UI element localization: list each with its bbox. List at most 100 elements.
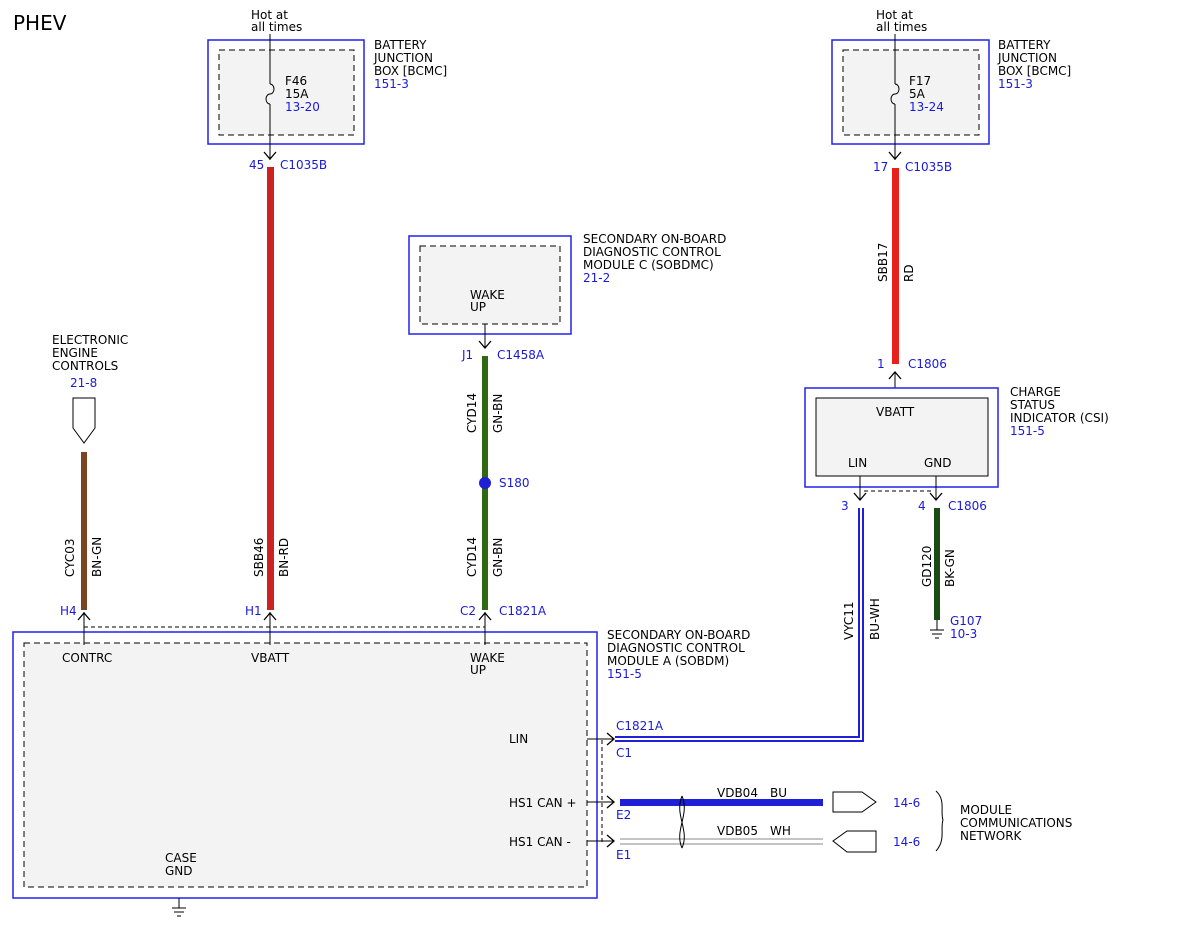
splice-s180: S180 [499,476,530,490]
hot-at-label-right-2: all times [876,20,927,34]
hot-at-label-left-1: Hot at [251,8,288,22]
connector-c1035b-right[interactable]: C1035B [905,160,952,174]
pin-3: 3 [841,499,849,513]
bcmc-right-ref[interactable]: 151-3 [998,77,1033,91]
pin-c1: C1 [616,746,632,760]
sobdm-pin-wake-1: WAKE [470,651,505,665]
bcmc-right-label-3: BOX [BCMC] [998,64,1071,78]
ground-g107: G107 [950,614,982,628]
wire-cyc03[interactable] [81,452,87,610]
bcmc-left-label-1: BATTERY [374,38,427,52]
network-label-2: COMMUNICATIONS [960,816,1072,830]
pin-h4: H4 [60,604,77,618]
vdb04-connector-icon [832,791,877,813]
csi-ref[interactable]: 151-5 [1010,424,1045,438]
csi-pin-vbatt: VBATT [876,405,915,419]
sobdm-label-3: MODULE A (SOBDM) [607,654,729,668]
connector-c1821a-right[interactable]: C1821A [616,719,664,733]
sobdmc-label-2: DIAGNOSTIC CONTROL [583,245,721,259]
csi-label-3: INDICATOR (CSI) [1010,411,1109,425]
bcmc-left-ref[interactable]: 151-3 [374,77,409,91]
sobdm-pin-contrc: CONTRC [62,651,112,665]
eec-connector-icon [72,397,96,444]
wire-sbb46-color: BN-RD [277,538,291,577]
wire-vdb05-color: WH [770,824,791,838]
fuse-f46-name: F46 [285,74,307,88]
wire-vdb05[interactable] [620,838,823,845]
wire-vdb05-ref[interactable]: 14-6 [893,835,920,849]
sobdm-pin-lin: LIN [509,732,528,746]
csi-module[interactable] [804,387,999,488]
pin-17: 17 [873,160,888,174]
sobdmc-pin-label-2: UP [470,300,486,314]
pin-45: 45 [249,158,264,172]
csi-pin-gnd: GND [924,456,952,470]
fuse-f17-rating: 5A [909,87,926,101]
fuse-f46-rating: 15A [285,87,309,101]
sobdm-pin-vbatt: VBATT [251,651,290,665]
wire-cyc03-circuit: CYC03 [63,539,77,578]
hot-at-label-right-1: Hot at [876,8,913,22]
sobdmc-module[interactable] [408,235,572,335]
sobdm-pin-hs1-can-minus: HS1 CAN - [509,835,571,849]
wire-sbb17[interactable] [892,168,899,364]
ground-g107-ref[interactable]: 10-3 [950,627,977,641]
bcmc-right-label-2: JUNCTION [997,51,1057,65]
wire-gd120[interactable] [934,508,940,620]
pin-c2: C2 [460,604,476,618]
case-gnd-label-2: GND [165,864,193,878]
eec-ref[interactable]: 21-8 [70,376,97,390]
sobdm-ref[interactable]: 151-5 [607,667,642,681]
wire-vdb04-ref[interactable]: 14-6 [893,796,920,810]
connector-c1806-bottom[interactable]: C1806 [948,499,987,513]
sobdm-pin-hs1-can-plus: HS1 CAN + [509,796,577,810]
sobdmc-pin-label-1: WAKE [470,288,505,302]
eec-label-2: ENGINE [52,346,98,360]
wire-vyc11-circuit: VYC11 [842,601,856,640]
wire-vdb04-color: BU [770,786,787,800]
sobdmc-ref[interactable]: 21-2 [583,271,610,285]
wire-gd120-color: BK-GN [943,549,957,587]
fuse-f17-ref[interactable]: 13-24 [909,100,944,114]
pin-j1: J1 [461,348,473,362]
battery-junction-box-right[interactable] [831,39,990,145]
fuse-f17-icon [890,83,900,105]
sobdm-module[interactable] [12,631,598,899]
csi-label-2: STATUS [1010,398,1055,412]
pin-e2: E2 [616,808,631,822]
sobdm-label-2: DIAGNOSTIC CONTROL [607,641,745,655]
connector-c1458a[interactable]: C1458A [497,348,545,362]
battery-junction-box-left[interactable] [207,39,365,145]
splice-s180-icon[interactable] [479,477,491,489]
pin-1: 1 [877,357,885,371]
wire-vdb04-circuit: VDB04 [717,786,758,800]
wire-vyc11-color: BU-WH [868,598,882,640]
network-label-1: MODULE [960,803,1012,817]
fuse-f46-ref[interactable]: 13-20 [285,100,320,114]
connector-c1821a-top[interactable]: C1821A [499,604,547,618]
connector-c1035b-left[interactable]: C1035B [280,158,327,172]
wire-vdb05-circuit: VDB05 [717,824,758,838]
eec-label-3: CONTROLS [52,359,118,373]
csi-label-1: CHARGE [1010,385,1061,399]
pin-4: 4 [918,499,926,513]
wire-vyc11[interactable] [615,508,864,742]
csi-pin-lin: LIN [848,456,867,470]
case-gnd-label-1: CASE [165,851,197,865]
fuse-f17-name: F17 [909,74,931,88]
hot-at-label-left-2: all times [251,20,302,34]
bcmc-left-label-3: BOX [BCMC] [374,64,447,78]
eec-label-1: ELECTRONIC [52,333,128,347]
wire-cyd14-lower-circuit: CYD14 [465,537,479,577]
network-label-3: NETWORK [960,829,1023,843]
connector-c1806-top[interactable]: C1806 [908,357,947,371]
sobdm-label-1: SECONDARY ON-BOARD [607,628,750,642]
wire-sbb46[interactable] [267,167,274,610]
wire-vdb04[interactable] [620,799,823,806]
network-brace-icon [935,790,944,852]
bcmc-left-label-2: JUNCTION [373,51,433,65]
wire-sbb17-color: RD [902,264,916,282]
sobdmc-label-1: SECONDARY ON-BOARD [583,232,726,246]
sobdmc-label-3: MODULE C (SOBDMC) [583,258,714,272]
